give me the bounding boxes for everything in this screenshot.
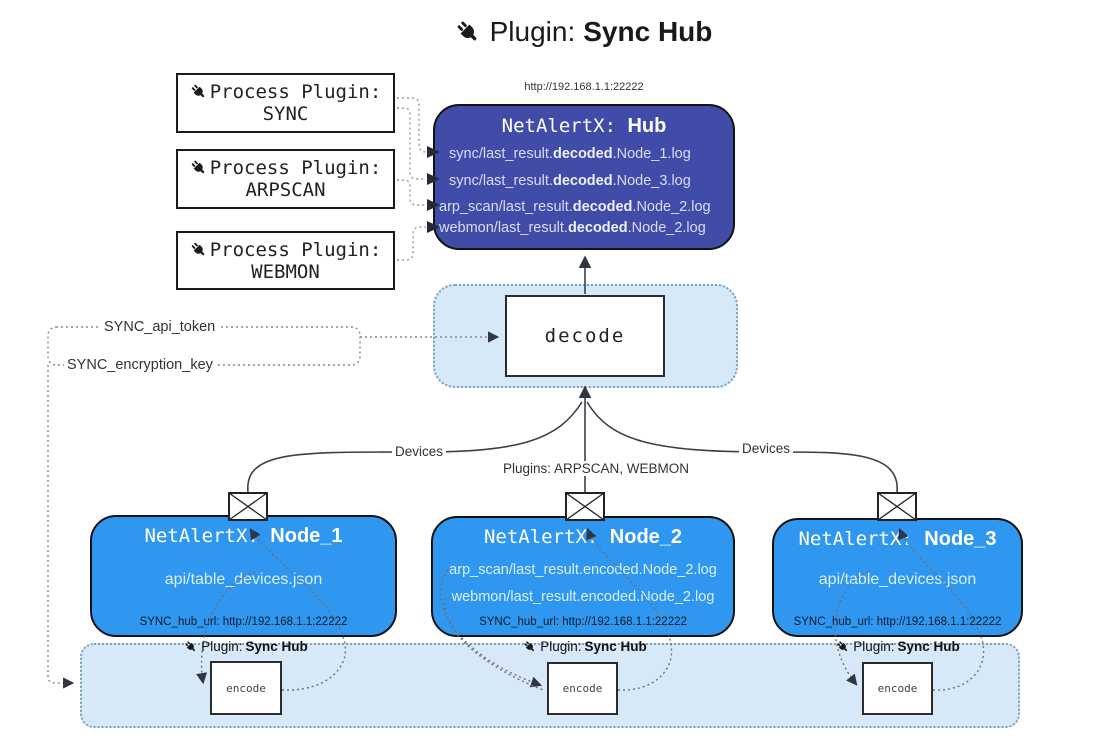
node-title: NetAlertX: Node_3 xyxy=(798,528,997,550)
title-name: Sync Hub xyxy=(583,16,713,47)
process-plugin-label: Process Plugin: xyxy=(209,81,382,103)
process-plugin-box-sync: Process Plugin: SYNC xyxy=(176,73,395,133)
plug-icon xyxy=(523,640,537,654)
plug-icon xyxy=(184,640,198,654)
node-title: NetAlertX: Node_1 xyxy=(144,525,343,547)
devices-label-left: Devices xyxy=(392,444,446,459)
envelope-icon xyxy=(228,492,268,521)
process-plugin-label: Process Plugin: xyxy=(209,238,382,261)
node-file: arp_scan/last_result.encoded.Node_2.log xyxy=(449,562,717,578)
hub-title-name: Hub xyxy=(627,115,667,137)
hub-file-row: sync/last_result.decoded.Node_1.log xyxy=(449,146,691,162)
hub-file-row: webmon/last_result.decoded.Node_2.log xyxy=(439,220,706,236)
plug-icon xyxy=(836,640,850,654)
page-title: Plugin: Sync Hub xyxy=(50,16,1117,48)
encoder-label-3: Plugin: Sync Hub xyxy=(818,639,978,654)
node-box-3: NetAlertX: Node_3 api/table_devices.json… xyxy=(772,518,1023,637)
node-box-2: NetAlertX: Node_2 arp_scan/last_result.e… xyxy=(431,516,735,637)
node-title: NetAlertX: Node_2 xyxy=(483,526,683,548)
plug-icon xyxy=(190,241,208,259)
process-plugin-box-webmon: Process Plugin: WEBMON xyxy=(176,231,395,290)
process-plugin-label: Process Plugin: xyxy=(209,157,382,179)
process-plugin-name: WEBMON xyxy=(251,260,320,283)
encoder-label-2: Plugin: Sync Hub xyxy=(505,639,665,654)
process-plugin-name: SYNC xyxy=(262,103,309,125)
plug-icon xyxy=(455,19,482,46)
decode-box: decode xyxy=(505,295,665,377)
hub-file-row: arp_scan/last_result.decoded.Node_2.log xyxy=(439,199,711,215)
hub-title: NetAlertX: Hub xyxy=(435,115,733,138)
process-plugin-name: ARPSCAN xyxy=(245,179,326,201)
hub-url: http://192.168.1.1:22222 xyxy=(524,81,644,93)
title-prefix: Plugin: xyxy=(489,16,576,47)
process-plugin-box-arpscan: Process Plugin: ARPSCAN xyxy=(176,149,395,209)
node-box-1: NetAlertX: Node_1 api/table_devices.json… xyxy=(90,515,397,637)
plug-icon xyxy=(190,83,208,101)
envelope-icon xyxy=(877,492,917,521)
plugins-label: Plugins: ARPSCAN, WEBMON xyxy=(500,461,689,476)
hub-title-prefix: NetAlertX: xyxy=(501,115,628,137)
sync-api-token-label: SYNC_api_token xyxy=(101,319,219,335)
node-hub-url: SYNC_hub_url: http://192.168.1.1:22222 xyxy=(139,616,348,628)
node-file: api/table_devices.json xyxy=(818,571,977,588)
envelope-icon xyxy=(565,492,605,521)
plug-icon xyxy=(190,159,208,177)
devices-label-right: Devices xyxy=(739,441,793,456)
node-file: api/table_devices.json xyxy=(164,571,323,588)
encode-box-1: encode xyxy=(210,661,282,715)
node-hub-url: SYNC_hub_url: http://192.168.1.1:22222 xyxy=(793,616,1002,628)
hub-file-row: sync/last_result.decoded.Node_3.log xyxy=(449,173,691,189)
encoder-label-1: Plugin: Sync Hub xyxy=(166,639,326,654)
node-hub-url: SYNC_hub_url: http://192.168.1.1:22222 xyxy=(479,616,687,628)
encode-box-3: encode xyxy=(862,662,933,715)
node-file: webmon/last_result.encoded.Node_2.log xyxy=(451,589,715,605)
sync-encryption-key-label: SYNC_encryption_key xyxy=(64,357,216,373)
hub-box: NetAlertX: Hub sync/last_result.decoded.… xyxy=(433,104,735,250)
encode-box-2: encode xyxy=(547,662,618,715)
